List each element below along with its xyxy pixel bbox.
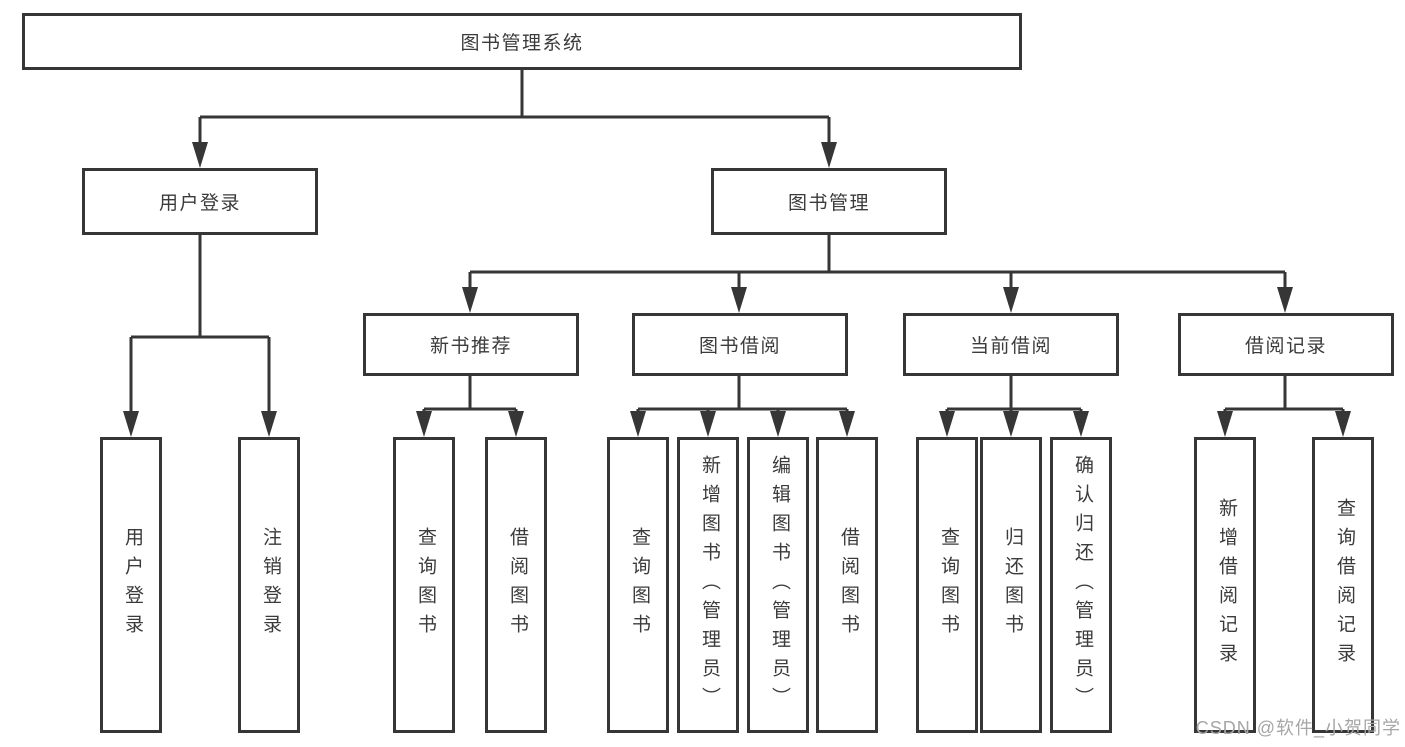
node-new-book-recommend: 新书推荐 [363, 313, 579, 376]
arrowhead [1217, 411, 1233, 437]
arrowhead [416, 411, 432, 437]
connector-records-to-leaves [1217, 376, 1351, 437]
arrowhead [1003, 287, 1019, 313]
node-book-management: 图书管理 [711, 168, 947, 235]
connector-currentborrow-to-leaves [939, 376, 1089, 437]
leaf-br-query-record: 查询借阅记录 [1312, 437, 1374, 733]
leaf-logout: 注销登录 [238, 437, 300, 733]
arrowhead [462, 287, 478, 313]
arrowhead [1335, 411, 1351, 437]
node-book-borrow: 图书借阅 [632, 313, 848, 376]
node-current-borrow: 当前借阅 [903, 313, 1119, 376]
arrowhead [731, 287, 747, 313]
connector-userlogin-to-leaves [123, 235, 277, 437]
leaf-user-login: 用户登录 [100, 437, 162, 733]
leaf-cb-query-book: 查询图书 [916, 437, 978, 733]
arrowhead [939, 411, 955, 437]
arrowhead [123, 411, 139, 437]
arrowhead [630, 411, 646, 437]
leaf-cb-return-book: 归还图书 [980, 437, 1042, 733]
connector-newbook-to-leaves [416, 376, 524, 437]
leaf-bb-query-book: 查询图书 [607, 437, 669, 733]
connector-bookborrow-to-leaves [630, 376, 855, 437]
arrowhead [1277, 287, 1293, 313]
leaf-cb-confirm-return-admin: 确认归还（管理员） [1050, 437, 1112, 733]
leaf-br-add-record: 新增借阅记录 [1194, 437, 1256, 733]
leaf-bb-edit-book-admin: 编辑图书（管理员） [747, 437, 809, 733]
leaf-bb-add-book-admin: 新增图书（管理员） [677, 437, 739, 733]
arrowhead [508, 411, 524, 437]
arrowhead [821, 142, 837, 168]
watermark: CSDN @软件_小贺同学 [1195, 718, 1401, 738]
node-user-login: 用户登录 [82, 168, 318, 235]
node-root: 图书管理系统 [22, 13, 1022, 70]
leaf-nb-borrow-book: 借阅图书 [485, 437, 547, 733]
connector-root-to-level2 [192, 70, 837, 168]
leaf-bb-borrow-book: 借阅图书 [816, 437, 878, 733]
arrowhead [1003, 411, 1019, 437]
node-borrow-records: 借阅记录 [1178, 313, 1394, 376]
arrowhead [700, 411, 716, 437]
arrowhead [770, 411, 786, 437]
arrowhead [261, 411, 277, 437]
arrowhead [192, 142, 208, 168]
arrowhead [1073, 411, 1089, 437]
connector-bookmgmt-to-level3 [462, 235, 1293, 313]
leaf-nb-query-book: 查询图书 [393, 437, 455, 733]
arrowhead [839, 411, 855, 437]
